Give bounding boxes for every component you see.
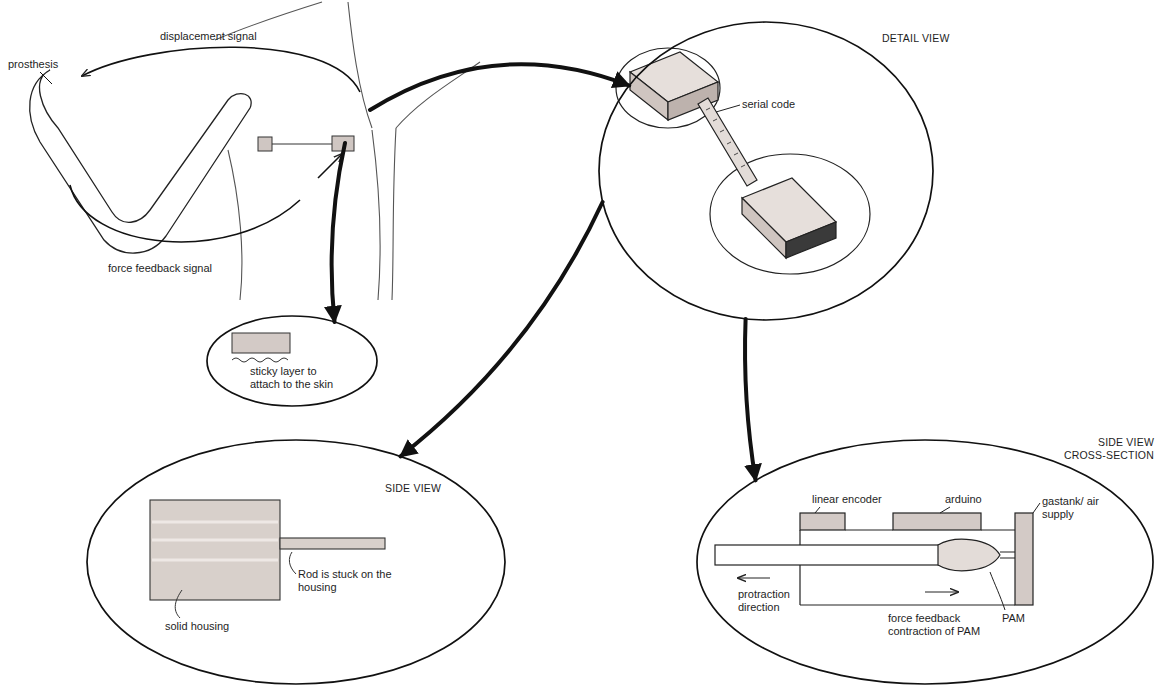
part-label: force feedback contraction of PAM <box>888 612 988 638</box>
signal-arcs <box>40 47 360 242</box>
body-sketch-part <box>396 62 480 128</box>
part-label: displacement signal <box>160 30 270 43</box>
signal-arcs-part <box>318 154 342 178</box>
body-sketch-part <box>372 130 380 300</box>
ellipse-outline <box>695 425 1155 690</box>
detail-drawing-part <box>716 105 740 112</box>
chest-sensors-part <box>332 136 354 151</box>
ellipse-border <box>87 440 505 684</box>
sketch-region: prosthesis displacement signal force feedb… <box>5 25 400 290</box>
part-label: arduino <box>945 493 1005 506</box>
detail-drawing <box>616 48 870 274</box>
part-label: protraction direction <box>738 588 808 614</box>
part-label: gastank/ air supply <box>1042 495 1114 521</box>
ellipse-outline <box>85 438 507 688</box>
chest-sensors-part <box>272 144 332 145</box>
cross-section-drawing-part <box>990 572 1005 610</box>
detail-drawing-part <box>786 222 836 258</box>
body-sketch-part <box>228 150 242 300</box>
side-view-drawing-part <box>150 500 280 600</box>
detail-drawing-part <box>668 82 718 120</box>
detail-drawing-part <box>706 108 745 167</box>
signal-arcs-part <box>82 47 360 92</box>
part-label: force feedback signal <box>108 262 238 275</box>
detail-drawing-part <box>630 52 718 102</box>
callout-ellipse: sticky layer to attach to the skin <box>205 314 380 409</box>
side-view-drawing-part <box>280 538 385 549</box>
cross-section-drawing-part <box>800 604 1015 605</box>
cross-section-drawing-part <box>925 592 958 593</box>
cross-section-drawing-part <box>715 545 940 565</box>
view-heading: SIDE VIEW CROSS-SECTION <box>1062 436 1154 461</box>
ellipse-outline <box>205 314 380 409</box>
side-view-drawing-part <box>175 590 182 618</box>
detail-drawing-part <box>742 178 836 242</box>
part-label: solid housing <box>165 620 255 633</box>
callout-arrow <box>401 202 603 456</box>
body-sketch-part <box>392 128 396 300</box>
cross-section-drawing-part <box>800 513 845 530</box>
cross-section-drawing-part <box>893 513 981 530</box>
side-view-drawing-part <box>152 522 278 560</box>
prosthesis-sketch <box>30 70 252 253</box>
ellipse-border <box>207 316 377 406</box>
cross-section-drawing-part <box>845 529 1015 530</box>
detail-drawing-part <box>742 198 786 258</box>
callout-ellipse: DETAIL VIEW serial code <box>597 20 965 325</box>
cross-section-drawing-part <box>738 578 770 579</box>
sticky-pad <box>232 333 290 362</box>
part-label: sticky layer to attach to the skin <box>250 365 345 391</box>
part-label: serial code <box>742 98 812 111</box>
side-view-drawing <box>150 500 385 618</box>
ellipse-border <box>599 22 933 320</box>
cross-section-drawing-part <box>938 539 1000 570</box>
cross-section-drawing-part <box>815 507 820 513</box>
callout-arrow <box>332 143 345 322</box>
ellipse-border <box>697 440 1153 684</box>
detail-drawing-part <box>710 154 870 274</box>
part-label: linear encoder <box>812 493 892 506</box>
sticky-pad-part <box>232 358 288 362</box>
body-sketch-part <box>348 2 372 128</box>
cross-section-drawing-part <box>1033 503 1040 513</box>
view-heading: DETAIL VIEW <box>882 32 962 45</box>
part-label: PAM <box>1002 612 1032 625</box>
signal-arcs-part <box>40 72 52 84</box>
chest-sensors-part <box>258 137 272 151</box>
signal-arcs-part <box>70 185 300 242</box>
callout-arrow <box>370 64 629 110</box>
cross-section-drawing-part <box>799 530 800 605</box>
callout-ellipse: SIDE VIEW solid housing Rod is stuck on th… <box>85 438 507 688</box>
prosthesis-sketch-part <box>30 70 252 253</box>
part-label: prosthesis <box>8 58 78 71</box>
sticky-pad-part <box>232 333 290 353</box>
body-sketch <box>215 2 480 300</box>
detail-drawing-part <box>630 72 668 120</box>
callout-arrow <box>745 319 756 481</box>
callout-ellipse: SIDE VIEW CROSS-SECTION linear encoder ard… <box>695 425 1155 690</box>
cross-section-drawing-part <box>1000 552 1015 558</box>
side-view-drawing-part <box>289 552 296 574</box>
detail-drawing-part <box>698 98 757 186</box>
ellipse-outline <box>597 20 965 325</box>
view-heading: SIDE VIEW <box>385 482 455 495</box>
chest-sensors <box>258 136 354 151</box>
cross-section-drawing-part <box>1015 513 1033 605</box>
detail-drawing-part <box>616 48 720 128</box>
cross-section-drawing-part <box>940 507 950 513</box>
part-label: Rod is stuck on the housing <box>298 568 410 594</box>
